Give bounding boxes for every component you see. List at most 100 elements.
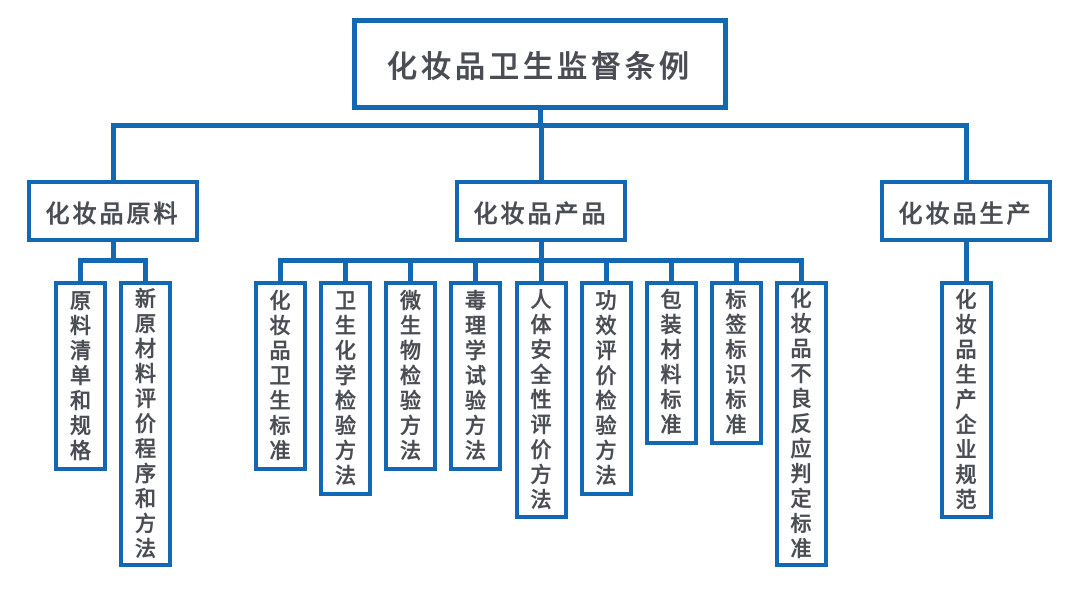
leaf-char: 标 (725, 289, 747, 312)
leaf-char: 准 (790, 537, 812, 561)
leaf-char: 验 (595, 414, 617, 438)
leaf-char: 微 (400, 289, 421, 313)
leaf-char: 定 (790, 487, 812, 511)
connector-line (668, 258, 674, 281)
connector-line (277, 258, 283, 281)
leaf-char: 生 (400, 314, 421, 338)
connector-line (963, 123, 969, 180)
connector-line (538, 242, 544, 263)
leaf-node: 化妆品不良反应判定标准 (774, 281, 828, 567)
connector-line (143, 258, 148, 281)
leaf-char: 格 (70, 439, 91, 463)
leaf-char: 程 (135, 437, 156, 461)
connector-line (733, 258, 739, 281)
leaf-char: 识 (725, 364, 747, 387)
leaf-node: 化妆品生产企业规范 (939, 281, 993, 519)
leaf-node: 卫生化学检验方法 (319, 281, 372, 496)
leaf-char: 评 (530, 413, 552, 437)
leaf-node: 人体安全性评价方法 (514, 281, 568, 519)
leaf-char: 品 (269, 339, 291, 363)
leaf-char: 和 (70, 389, 91, 413)
connector-line (110, 242, 116, 263)
leaf-char: 化 (269, 289, 291, 313)
leaf-char: 法 (335, 464, 356, 488)
leaf-node: 毒理学试验方法 (449, 281, 502, 471)
leaf-char: 卫 (335, 289, 356, 313)
leaf-char: 检 (400, 364, 421, 388)
leaf-char: 清 (70, 339, 91, 363)
leaf-char: 反 (790, 412, 812, 436)
leaf-char: 法 (595, 464, 617, 488)
leaf-char: 学 (335, 364, 356, 388)
leaf-char: 品 (790, 337, 812, 361)
leaf-char: 法 (135, 537, 156, 561)
leaf-char: 全 (530, 363, 552, 387)
connector-line (538, 258, 544, 281)
leaf-char: 法 (530, 488, 552, 512)
connector-line (408, 258, 413, 281)
leaf-char: 法 (400, 439, 421, 463)
connector-line (343, 258, 348, 281)
leaf-char: 和 (135, 487, 156, 511)
leaf-char: 原 (135, 312, 156, 336)
leaf-char: 方 (400, 414, 421, 438)
connector-line (603, 258, 609, 281)
leaf-char: 评 (135, 387, 156, 411)
leaf-char: 评 (595, 339, 617, 363)
leaf-char: 理 (465, 314, 486, 338)
leaf-char: 准 (269, 439, 291, 463)
connector-line (537, 110, 543, 128)
leaf-char: 价 (595, 364, 617, 388)
leaf-char: 准 (660, 414, 682, 437)
leaf-char: 验 (465, 389, 486, 413)
connector-line (538, 123, 544, 180)
leaf-char: 安 (530, 338, 552, 362)
leaf-char: 生 (955, 363, 977, 387)
leaf-char: 化 (335, 339, 356, 363)
leaf-char: 卫 (269, 364, 291, 388)
leaf-char: 材 (135, 337, 156, 361)
leaf-node: 标签标识标准 (709, 281, 763, 445)
leaf-char: 范 (955, 488, 977, 512)
connector-line (473, 258, 478, 281)
connector-line (78, 258, 83, 281)
leaf-char: 人 (530, 288, 552, 312)
leaf-char: 序 (135, 462, 156, 486)
leaf-char: 方 (595, 439, 617, 463)
leaf-char: 验 (400, 389, 421, 413)
leaf-char: 学 (465, 339, 486, 363)
leaf-char: 性 (530, 388, 552, 412)
leaf-char: 签 (725, 314, 747, 337)
branch-products-label: 化妆品产品 (473, 200, 609, 228)
leaf-char: 业 (955, 438, 977, 462)
leaf-char: 不 (790, 362, 812, 386)
leaf-char: 生 (335, 314, 356, 338)
leaf-char: 化 (790, 287, 812, 311)
leaf-char: 应 (790, 437, 812, 461)
branch-node-products: 化妆品产品 (455, 180, 627, 242)
leaf-char: 标 (725, 339, 747, 362)
leaf-char: 方 (335, 439, 356, 463)
leaf-char: 标 (660, 389, 682, 412)
leaf-char: 毒 (465, 289, 486, 313)
leaf-char: 检 (335, 389, 356, 413)
leaf-char: 体 (530, 313, 552, 337)
leaf-node: 化妆品卫生标准 (253, 281, 307, 471)
leaf-char: 标 (725, 389, 747, 412)
leaf-char: 功 (595, 289, 617, 313)
leaf-char: 判 (790, 462, 812, 486)
leaf-char: 原 (70, 289, 91, 313)
leaf-char: 良 (790, 387, 812, 411)
leaf-char: 料 (660, 364, 682, 387)
leaf-char: 验 (335, 414, 356, 438)
leaf-char: 料 (70, 314, 91, 338)
leaf-char: 规 (70, 414, 91, 438)
leaf-char: 价 (530, 438, 552, 462)
leaf-char: 品 (955, 338, 977, 362)
leaf-node: 微生物检验方法 (384, 281, 437, 471)
branch-raw-materials-label: 化妆品原料 (45, 200, 181, 228)
connector-line (798, 258, 804, 281)
leaf-char: 效 (595, 314, 617, 338)
leaf-char: 方 (530, 463, 552, 487)
